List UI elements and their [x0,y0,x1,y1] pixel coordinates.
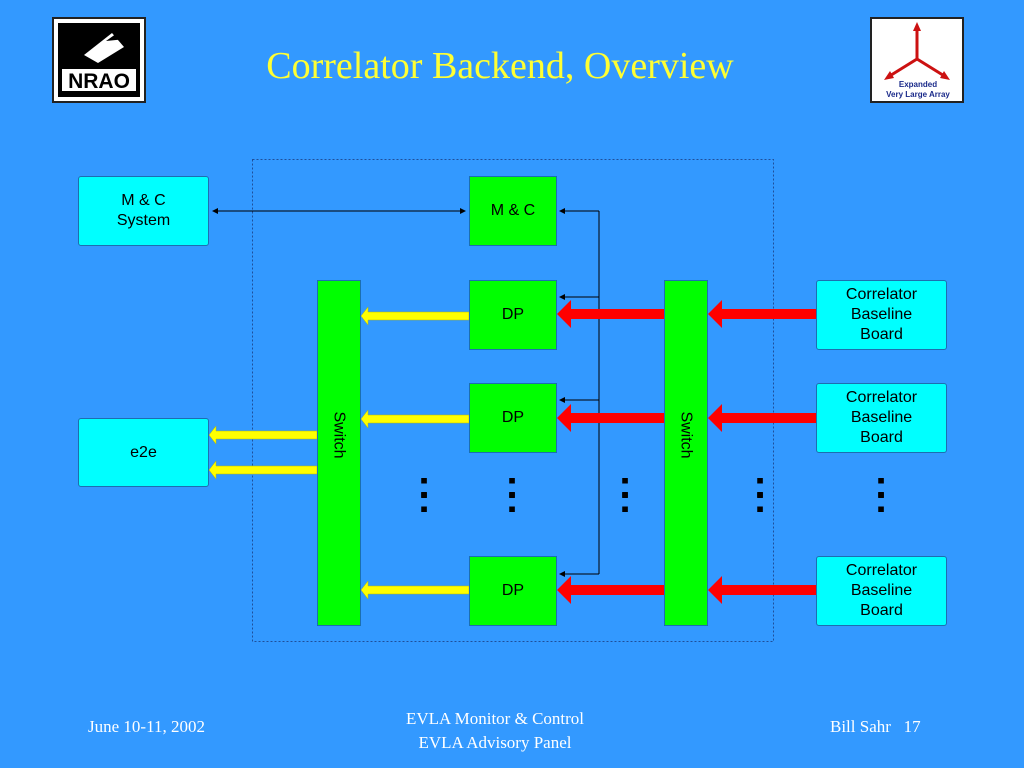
correlator-baseline-board-3: Correlator Baseline Board [816,556,947,626]
dp-label: DP [501,582,525,599]
yellow-arrow [360,409,470,429]
mc-system-line1: M & C [121,192,166,209]
correlator-baseline-board-2: Correlator Baseline Board [816,383,947,453]
cbb-line3: Board [860,429,903,446]
switch-right: Switch [664,280,708,626]
slide-title: Correlator Backend, Overview [266,45,734,87]
dp-box-3: DP [469,556,557,626]
red-arrow [708,576,816,604]
switch-left-label: Switch [331,411,348,459]
red-arrow [708,300,816,328]
yellow-arrow [360,306,470,326]
evla-logo-line2: Very Large Array [886,90,950,99]
dp-label: DP [501,306,525,323]
switch-right-label: Switch [678,411,695,459]
e2e-box: e2e [78,418,209,487]
cbb-line1: Correlator [845,389,918,406]
footer-date: June 10-11, 2002 [88,717,205,736]
nrao-logo: NRAO [52,17,146,103]
ellipsis-switch-dp: :: [417,463,431,521]
correlator-backend-boundary [252,159,774,642]
cbb-line2: Baseline [850,306,913,323]
red-arrow [708,404,816,432]
dp-box-1: DP [469,280,557,350]
cbb-line3: Board [860,326,903,343]
mc-system-line2: System [116,212,171,229]
footer-center-line1: EVLA Monitor & Control [405,709,585,728]
nrao-logo-text: NRAO [68,70,130,93]
red-arrow [557,300,664,328]
yellow-arrow [208,425,318,445]
yellow-arrows-dp-to-switch [360,306,470,600]
ellipsis-switch-cbb: :: [753,463,767,521]
evla-logo-graphic: Expanded Very Large Array [884,22,950,99]
yellow-arrows-switch-to-e2e [208,425,318,480]
red-arrow [557,404,664,432]
yellow-arrow [360,580,470,600]
red-arrow [557,576,664,604]
yellow-arrow [208,460,318,480]
mc-label: M & C [490,202,536,219]
evla-logo-line1: Expanded [899,80,937,89]
evla-logo: Expanded Very Large Array [870,17,964,103]
mc-control-bus [559,208,600,577]
cbb-line1: Correlator [845,562,918,579]
e2e-label: e2e [130,444,157,461]
footer-center: EVLA Monitor & Control EVLA Advisory Pan… [340,707,650,755]
red-arrows-cbb-to-switch [708,300,816,604]
footer-author: Bill Sahr 17 [830,717,921,737]
footer-center-line2: EVLA Advisory Panel [418,733,572,752]
switch-left: Switch [317,280,361,626]
dp-label: DP [501,409,525,426]
cbb-line2: Baseline [850,582,913,599]
cbb-line3: Board [860,602,903,619]
cbb-line2: Baseline [850,409,913,426]
ellipsis-cbb: :: [874,463,888,521]
nrao-logo-graphic: NRAO [58,23,140,97]
footer-page-number: 17 [903,717,921,736]
mc-system-box: M & C System [78,176,209,246]
ellipsis-dp: :: [505,463,519,521]
ellipsis-bus: :: [618,463,632,521]
footer-author-name: Bill Sahr [830,717,891,736]
correlator-baseline-board-1: Correlator Baseline Board [816,280,947,350]
dp-box-2: DP [469,383,557,453]
cbb-line1: Correlator [845,286,918,303]
red-arrows-switch-to-dp [557,300,664,604]
mc-box: M & C [469,176,557,246]
